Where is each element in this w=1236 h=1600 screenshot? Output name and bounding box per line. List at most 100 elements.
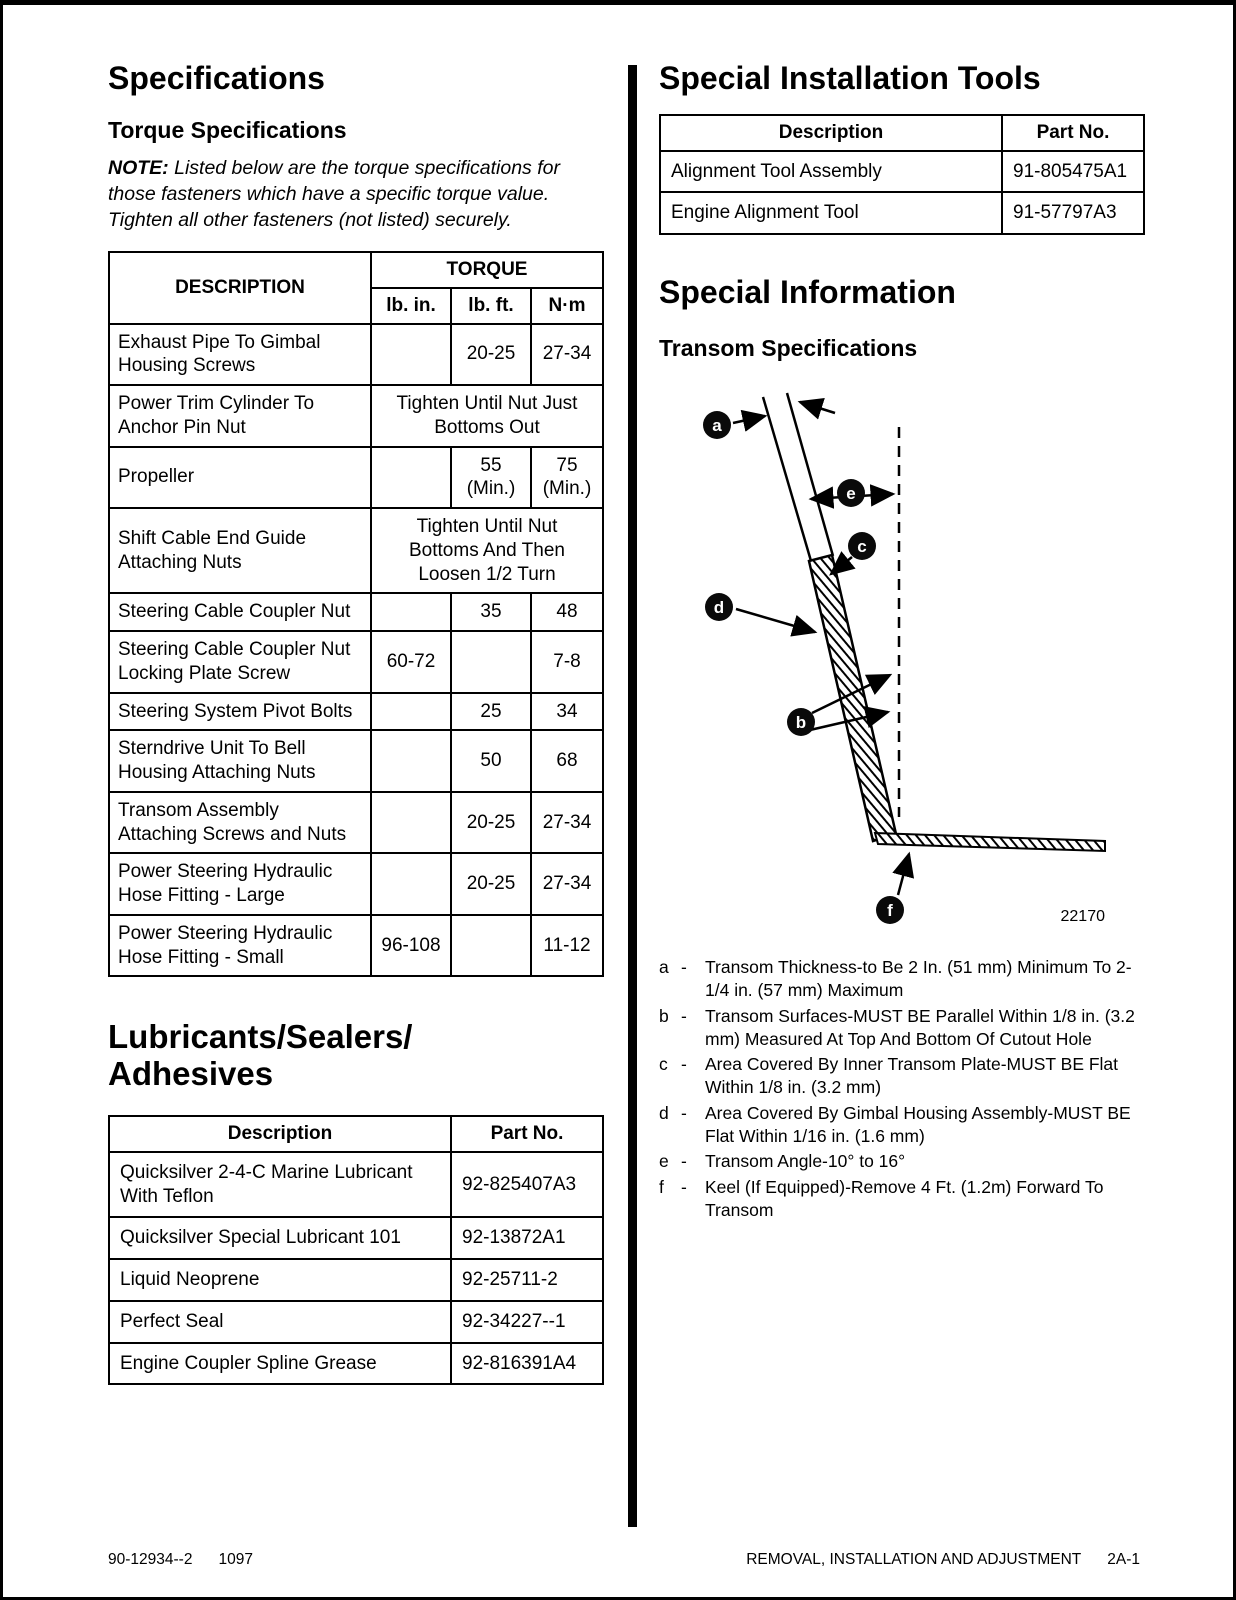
torque-row: Steering System Pivot Bolts 25 34	[108, 691, 604, 732]
desc-cell: Shift Cable End Guide Attaching Nuts	[108, 507, 372, 595]
transom-diagram-wrap: a e c d b	[659, 389, 1143, 944]
lubricants-title-line1: Lubricants/Sealers/	[108, 1018, 413, 1056]
callout-b-arrow-2	[809, 706, 891, 732]
callout-b-arrow-1	[811, 674, 893, 715]
nm-cell: 68	[530, 729, 604, 793]
desc-cell: Liquid Neoprene	[108, 1258, 452, 1302]
svg-text:c: c	[857, 537, 866, 556]
right-column: Special Installation Tools Description P…	[659, 60, 1145, 1225]
part-cell: 91-805475A1	[1001, 149, 1145, 194]
torque-row: Transom Assembly Attaching Screws and Nu…	[108, 790, 604, 855]
thickness-arrow	[797, 398, 836, 420]
torque-row: Shift Cable End Guide Attaching Nuts Tig…	[108, 507, 604, 595]
callout-b: b	[787, 708, 815, 737]
lb-ft-cell: 20-25	[450, 790, 532, 855]
section-title: REMOVAL, INSTALLATION AND ADJUSTMENT	[746, 1551, 1082, 1568]
nm-cell: 75 (Min.)	[530, 445, 604, 510]
desc-cell: Exhaust Pipe To Gimbal Housing Screws	[108, 322, 372, 387]
callout-d: d	[705, 593, 733, 622]
legend-item-e: e - Transom Angle-10° to 16°	[659, 1150, 1143, 1173]
transom-diagram: a e c d b	[703, 393, 1106, 925]
desc-cell: Alignment Tool Assembly	[659, 149, 1003, 194]
nm-cell: 27-34	[530, 790, 604, 855]
nm-cell: 7-8	[530, 630, 604, 694]
callout-a: a	[703, 411, 731, 440]
legend-letter: e	[659, 1151, 669, 1172]
lb-ft-cell: 25	[450, 691, 532, 732]
legend-letter: c	[659, 1054, 668, 1075]
torque-row: Power Trim Cylinder To Anchor Pin Nut Ti…	[108, 384, 604, 448]
description-header: Description	[108, 1115, 452, 1153]
doc-date: 1097	[218, 1551, 253, 1568]
torque-row: Exhaust Pipe To Gimbal Housing Screws 20…	[108, 322, 604, 387]
legend-dash: -	[681, 1005, 687, 1026]
torque-note-cell: Tighten Until Nut Just Bottoms Out	[370, 384, 604, 448]
svg-text:f: f	[887, 901, 893, 920]
lb-in-cell	[370, 691, 452, 732]
lubricants-title-line2: Adhesives	[108, 1055, 274, 1093]
desc-cell: Engine Coupler Spline Grease	[108, 1341, 452, 1386]
torque-specifications-heading: Torque Specifications	[108, 116, 347, 143]
legend-text: Transom Thickness-to Be 2 In. (51 mm) Mi…	[705, 957, 1132, 1001]
tools-table: Description Part No. Alignment Tool Asse…	[659, 113, 1145, 236]
nm-header: N·m	[530, 286, 604, 325]
callout-c: c	[848, 532, 876, 561]
desc-cell: Power Trim Cylinder To Anchor Pin Nut	[108, 384, 372, 448]
svg-text:b: b	[796, 713, 806, 732]
lb-in-cell	[370, 322, 452, 387]
callout-e: e	[837, 479, 865, 508]
desc-cell: Engine Alignment Tool	[659, 191, 1003, 236]
lb-ft-cell: 20-25	[450, 852, 532, 916]
desc-cell: Transom Assembly Attaching Screws and Nu…	[108, 790, 372, 855]
lubricants-table: Description Part No. Quicksilver 2-4-C M…	[108, 1115, 604, 1386]
lb-ft-header: lb. ft.	[450, 286, 532, 325]
column-divider	[628, 65, 637, 1527]
nm-cell: 27-34	[530, 852, 604, 916]
lb-in-cell	[370, 592, 452, 633]
lubricant-row: Quicksilver Special Lubricant 101 92-138…	[108, 1216, 604, 1261]
part-cell: 92-13872A1	[450, 1216, 604, 1261]
part-cell: 92-816391A4	[450, 1341, 604, 1386]
lubricant-row: Liquid Neoprene 92-25711-2	[108, 1258, 604, 1302]
callout-a-arrow	[732, 410, 768, 433]
legend-item-c: c - Area Covered By Inner Transom Plate-…	[659, 1053, 1143, 1099]
lb-in-cell	[370, 729, 452, 793]
desc-cell: Quicksilver 2-4-C Marine Lubricant With …	[108, 1150, 452, 1219]
torque-table: DESCRIPTION TORQUE lb. in. lb. ft. N·m E…	[108, 251, 604, 978]
legend-dash: -	[681, 1054, 687, 1075]
legend-letter: b	[659, 1005, 669, 1026]
legend-dash: -	[681, 1151, 687, 1172]
tool-row: Alignment Tool Assembly 91-805475A1	[659, 149, 1145, 194]
desc-cell: Steering System Pivot Bolts	[108, 691, 372, 732]
lubricant-row: Perfect Seal 92-34227--1	[108, 1299, 604, 1344]
torque-note-cell: Tighten Until Nut Bottoms And Then Loose…	[370, 507, 604, 595]
legend-dash: -	[681, 957, 687, 978]
transom-outer-surface-line	[761, 396, 813, 562]
transom-panel	[807, 553, 898, 843]
part-cell: 92-825407A3	[450, 1150, 604, 1219]
page-number: 2A-1	[1107, 1551, 1140, 1568]
lb-ft-cell: 35	[450, 592, 532, 633]
lb-ft-cell: 55 (Min.)	[450, 445, 532, 510]
legend-text: Area Covered By Gimbal Housing Assembly-…	[705, 1102, 1131, 1146]
figure-number: 22170	[1061, 908, 1106, 925]
torque-row: Propeller 55 (Min.) 75 (Min.)	[108, 445, 604, 510]
lubricants-title: Lubricants/Sealers/ Adhesives	[108, 1018, 602, 1093]
nm-cell: 27-34	[530, 322, 604, 387]
legend-item-d: d - Area Covered By Gimbal Housing Assem…	[659, 1102, 1143, 1148]
tools-header-row: Description Part No.	[659, 113, 1145, 152]
legend-text: Transom Surfaces-MUST BE Parallel Within…	[705, 1005, 1135, 1049]
keel-line	[873, 832, 1106, 853]
part-cell: 92-34227--1	[450, 1299, 604, 1344]
left-column: Specifications Torque Specifications NOT…	[108, 60, 604, 1386]
svg-text:a: a	[712, 416, 722, 435]
diagram-legend: a - Transom Thickness-to Be 2 In. (51 mm…	[659, 956, 1143, 1221]
part-no-header: Part No.	[450, 1115, 604, 1153]
lb-ft-cell	[450, 913, 532, 978]
note-text: Listed below are the torque specificatio…	[108, 157, 560, 232]
torque-row: Power Steering Hydraulic Hose Fitting - …	[108, 913, 604, 978]
transom-specifications-heading: Transom Specifications	[659, 334, 918, 361]
callout-f: f	[876, 896, 904, 925]
